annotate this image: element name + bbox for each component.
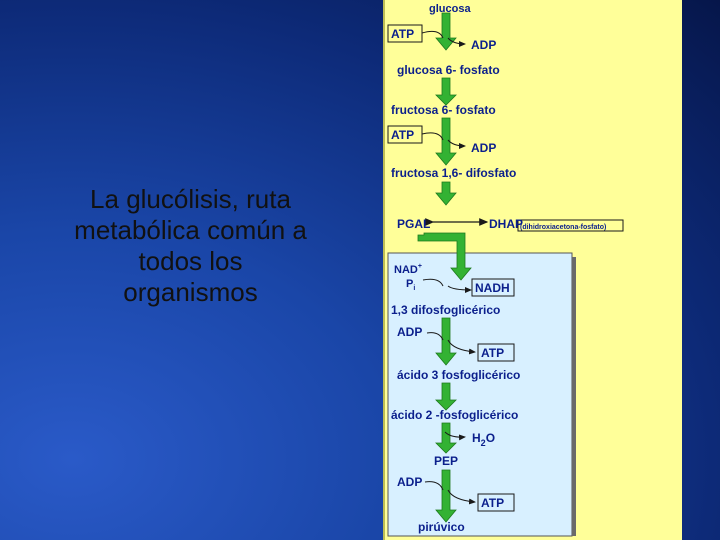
slide-title: La glucólisis, ruta metabólica común a t… — [28, 184, 353, 308]
atp4-label: ATP — [481, 496, 504, 510]
difosfoglicerico-label: 1,3 difosfoglicérico — [391, 303, 500, 317]
glucosa-6-fosfato-label: glucosa 6- fosfato — [397, 63, 500, 77]
acido-2-label: ácido 2 -fosfoglicérico — [391, 408, 518, 422]
atp3-curve — [447, 339, 476, 355]
adp3-label: ADP — [397, 325, 422, 339]
adp1-curve — [447, 37, 466, 47]
atp1-curve — [421, 30, 444, 39]
glycolysis-diagram: glucosa ATP ADP glucosa 6- fosfato fruct… — [387, 3, 624, 537]
pep-label: PEP — [434, 454, 458, 468]
slide-title-line: metabólica común a — [74, 215, 307, 245]
h2o-label: H2O — [472, 431, 495, 448]
arrow-step-4 — [435, 181, 457, 206]
nadh-label: NADH — [475, 281, 510, 295]
payoff-box-shadow — [572, 257, 576, 536]
dhap-note-label: (dihidroxiacetona-fosfato) — [520, 224, 606, 231]
arrow-step-7 — [435, 382, 457, 411]
atp4-box — [477, 493, 515, 512]
atp4-curve — [447, 489, 476, 505]
atp3-label: ATP — [481, 346, 504, 360]
arrow-step-8 — [435, 422, 457, 454]
fructosa-6-fosfato-label: fructosa 6- fosfato — [391, 103, 496, 117]
nadh-box — [471, 278, 515, 297]
adp4-curve — [424, 481, 444, 491]
pi-label: Pi — [406, 278, 415, 292]
pgal-label: PGAL — [397, 217, 430, 231]
slide-title-line: todos los — [138, 246, 243, 276]
payoff-phase-box — [387, 252, 573, 537]
adp4-label: ADP — [397, 475, 422, 489]
adp2-curve — [447, 139, 466, 149]
atp2-box — [387, 125, 423, 144]
atp1-box — [387, 24, 423, 43]
slide-title-line: organismos — [123, 277, 258, 307]
atp3-box — [477, 343, 515, 362]
glucosa-label: glucosa — [429, 3, 471, 15]
dhap-label: DHAP — [489, 217, 523, 231]
fructosa-16-difosfato-label: fructosa 1,6- difosfato — [391, 166, 516, 180]
dhap-note-box — [517, 219, 624, 232]
atp1-label: ATP — [391, 27, 414, 41]
arrow-step-5 — [417, 232, 472, 281]
arrow-step-1 — [435, 12, 457, 51]
acido-3-label: ácido 3 fosfoglicérico — [397, 368, 520, 382]
nad-curve — [422, 278, 444, 287]
glycolysis-diagram-panel: glucosa ATP ADP glucosa 6- fosfato fruct… — [383, 0, 682, 540]
atp2-label: ATP — [391, 128, 414, 142]
nad-label: NAD+ — [394, 263, 422, 276]
arrow-step-9 — [435, 469, 457, 523]
adp1-label: ADP — [471, 38, 496, 52]
atp2-curve — [421, 132, 444, 141]
adp2-label: ADP — [471, 141, 496, 155]
arrow-step-2 — [435, 77, 457, 106]
piruvico-label: pirúvico — [418, 520, 465, 534]
slide-title-line: La glucólisis, ruta — [90, 184, 291, 214]
h2o-curve — [444, 431, 466, 441]
arrow-step-3 — [435, 117, 457, 166]
nadh-curve — [447, 285, 472, 293]
adp3-curve — [426, 332, 444, 341]
arrow-step-6 — [435, 317, 457, 366]
